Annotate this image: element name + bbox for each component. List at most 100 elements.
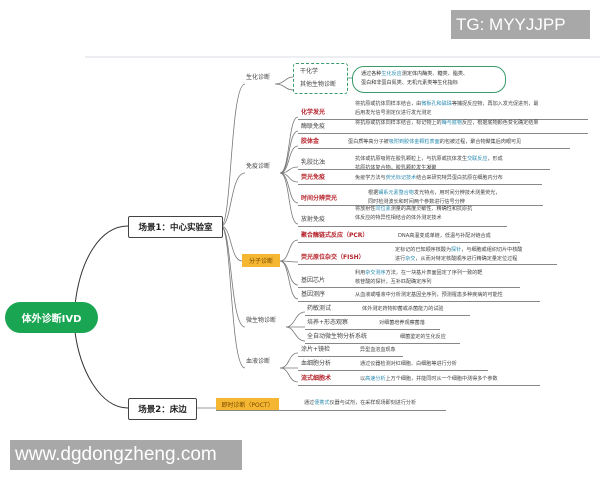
blood-desc: 以高速分析上万个细胞，并能同时从一个细胞中测得多个参数 — [360, 375, 498, 383]
highlight-text: 同位素 — [375, 206, 391, 212]
root-node[interactable]: 体外诊断IVD — [5, 302, 98, 333]
immuno-item[interactable]: 荧光免疫 — [301, 174, 326, 181]
scene1-node[interactable]: 场景1：中心实验室 — [128, 216, 223, 238]
text-segment: 方法，在一块基片表面固定了序列一致的靶 — [385, 270, 483, 276]
immuno-item[interactable]: 时间分辨荧光 — [301, 195, 338, 202]
underline — [298, 370, 488, 371]
text-segment: 蛋白质等高分子被 — [348, 139, 389, 145]
underline — [305, 329, 440, 330]
watermark-top: TG: MYYJJPP — [451, 10, 590, 39]
text-segment: DNA高温变成单链，低温与补配对链合成 — [398, 233, 491, 239]
highlight-text: 荧光标记技术 — [385, 175, 417, 181]
micro-item[interactable]: 全自动微生物分析系统 — [307, 333, 368, 340]
highlight-text: 酶与底物 — [441, 120, 462, 126]
molecular-desc: 从血液或唾液中分析测定基因全序列，预测罹患多种疾病的可能性 — [355, 291, 503, 299]
text-segment: 同时检测波长和时间两个参数进行信号分辨 — [368, 199, 465, 205]
immuno-desc: 将抗原或抗体同样本结合，标记物上的酶与底物反应，根据底物颜色变化确定结果 — [355, 119, 538, 127]
biochem-desc-box — [352, 66, 506, 93]
text-segment: 通过仪器检测对红细胞、白细胞等进行分析 — [360, 361, 457, 367]
underline — [298, 264, 557, 265]
immuno-desc: 免疫学方法与荧光标记技术结合来研究特异蛋白抗原在细胞内分布 — [355, 174, 503, 182]
blood-item[interactable]: 涂片+镜检 — [301, 346, 331, 353]
biochem-item[interactable]: 干化学 — [300, 68, 319, 75]
text-segment: 测量的高度灵敏性、精确性和抗原抗 — [390, 206, 473, 212]
text-segment: 仪器与试剂，在采样现场即刻进行分析 — [329, 400, 417, 406]
text-segment: 免疫学方法与 — [355, 175, 386, 181]
scene2-node[interactable]: 场景2：床边 — [128, 398, 197, 420]
micro-item[interactable]: 药敏测试 — [307, 305, 332, 312]
immuno-item[interactable]: 放射免疫 — [301, 216, 326, 223]
poct-desc: 通过便携式仪器与试剂，在采样现场即刻进行分析 — [304, 399, 416, 407]
immuno-item[interactable]: 酶联免疫 — [301, 123, 326, 130]
underline — [298, 119, 588, 120]
immuno-desc: 抗原抗体复合物，胶乳颗粒发生凝聚 — [355, 164, 437, 172]
highlight-text: 高速分析 — [365, 376, 386, 382]
micro-desc: 对细菌培养观察菌落 — [379, 320, 425, 326]
molecular-desc: DNA高温变成单链，低温与补配对链合成 — [398, 232, 491, 240]
blood-node[interactable]: 血液诊断 — [246, 358, 271, 365]
highlight-text: 便携式 — [314, 400, 330, 406]
watermark-bottom: www.dgdongzheng.com — [10, 440, 242, 470]
text-segment: 反应，根据底物颜色变化确定结果 — [462, 120, 539, 126]
text-segment: 利用 — [355, 270, 366, 276]
immuno-desc: 将抗原或抗体同样本结合，由微板孔和磁珠等捕捉反应物，再加入发光促进剂，最 — [355, 100, 538, 108]
underline — [298, 169, 550, 170]
biochem-node[interactable]: 生化诊断 — [246, 74, 271, 81]
text-segment: 发光特点，用时间分辨技术测量荧光， — [413, 190, 501, 196]
poct-node[interactable]: 即时诊断（POCT） — [216, 398, 279, 410]
text-segment: 的包被过程，聚合物聚集后肉眼可见 — [439, 139, 522, 145]
molecular-item[interactable]: 基因测序 — [301, 291, 326, 298]
blood-desc: 通过仪器检测对红细胞、白细胞等进行分析 — [360, 360, 457, 368]
text-segment: 通过 — [304, 400, 315, 406]
biochem-desc: 通过各种生化反应测定体内酶类、糖类、脂类、 — [361, 70, 468, 78]
underline — [298, 385, 540, 386]
blood-item[interactable]: 血细胞分析 — [301, 360, 332, 367]
biochem-item[interactable]: 其他生物诊断 — [300, 81, 337, 88]
underline — [298, 133, 588, 134]
highlight-text: 杂交 — [405, 256, 416, 262]
text-segment: 抗体或抗原吸附在胶乳颗粒上，与抗原或抗体发生 — [355, 156, 468, 162]
molecular-desc: 利用杂交测序方法，在一块基片表面固定了序列一致的靶 — [355, 269, 482, 277]
biochem-desc-line2: 蛋白和非蛋白氮类、无机元素类等生化指标 — [361, 80, 458, 86]
text-segment: 抗原抗体复合物，胶乳颗粒发生凝聚 — [355, 165, 437, 171]
highlight-text: 镧系元素螯合物 — [378, 190, 414, 196]
text-segment: 核苷酸的探针，互补匹配确定序列 — [355, 279, 432, 285]
highlight-text: 杂交测序 — [365, 270, 386, 276]
micro-node[interactable]: 微生物诊断 — [246, 317, 277, 324]
text-segment: ，从而对特定核酸顺序进行精确定量定位过程 — [415, 256, 518, 262]
text-segment: 将抗原或抗体同样本结合，标记物上的 — [355, 120, 442, 126]
micro-item[interactable]: 培养+形态观察 — [307, 319, 349, 326]
underline — [298, 301, 540, 302]
biochem-group — [293, 63, 348, 94]
highlight-text: 吸附到胶体金颗粒表面 — [388, 139, 440, 145]
text-segment: ，形成 — [487, 156, 503, 162]
immuno-item[interactable]: 化学发光 — [301, 109, 326, 116]
text-segment: 定标记的已知顺序核酸为 — [395, 247, 452, 253]
blood-item[interactable]: 流式细胞术 — [301, 375, 332, 382]
molecular-item[interactable]: 基因芯片 — [301, 277, 326, 284]
text-segment: 进行 — [395, 256, 406, 262]
highlight-text: 微板孔和磁珠 — [421, 101, 452, 107]
text-segment: 从血液或唾液中分析测定基因全序列，预测罹患多种疾病的可能性 — [355, 292, 503, 298]
immuno-desc: 抗体或抗原吸附在胶乳颗粒上，与抗原或抗体发生交联反应，形成 — [355, 155, 503, 163]
text-segment: 体反应的特异性相结合的体外测定技术 — [355, 215, 442, 221]
underline — [298, 148, 570, 149]
molecular-item[interactable]: 荧光原位杂交（FISH） — [301, 254, 365, 261]
underline — [298, 226, 507, 227]
underline — [298, 184, 542, 185]
immuno-desc: 后用发光信号测定仪进行发光测定 — [355, 109, 431, 117]
text-segment: 等捕捉反应物，再加入发光促进剂，最 — [451, 101, 539, 107]
underline — [298, 356, 403, 357]
blood-desc: 异型血溶血现象 — [360, 346, 396, 354]
text-segment: ，与细胞或组织切片中核酸 — [461, 247, 523, 253]
highlight-text: 探针 — [451, 247, 462, 253]
immuno-item[interactable]: 乳胶比浊 — [301, 159, 326, 166]
molecular-node[interactable]: 分子诊断 — [242, 254, 280, 267]
text-segment: 测定体内酶类、糖类、脂类、 — [401, 71, 469, 77]
molecular-item[interactable]: 聚合酶链式反应（PCR） — [301, 232, 369, 239]
immuno-desc: 蛋白质等高分子被吸附到胶体金颗粒表面的包被过程，聚合物聚集后肉眼可见 — [348, 138, 521, 146]
immuno-desc: 根据镧系元素螯合物发光特点，用时间分辨技术测量荧光， — [368, 189, 500, 197]
immuno-item[interactable]: 胶体金 — [301, 138, 320, 145]
immuno-node[interactable]: 免疫诊断 — [246, 163, 271, 170]
molecular-desc: 进行杂交，从而对特定核酸顺序进行精确定量定位过程 — [395, 255, 517, 263]
